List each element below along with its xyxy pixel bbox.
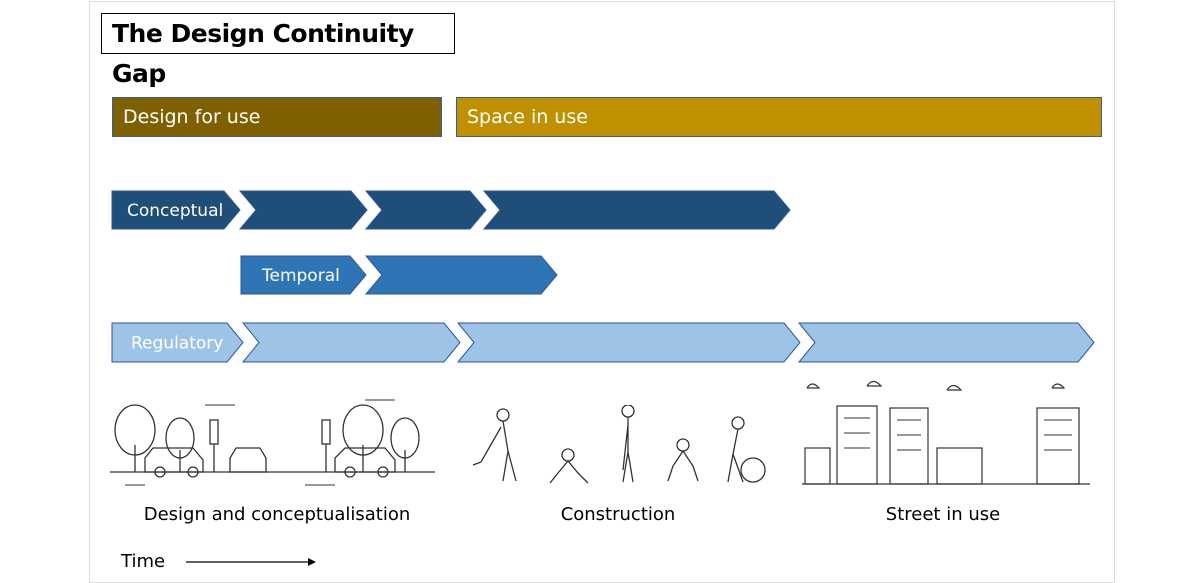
arrow-right-icon <box>186 558 316 566</box>
page-title: The Design Continuity Gap <box>101 13 455 88</box>
conceptual-chevron-2 <box>238 190 368 230</box>
stage-caption-construction: Construction <box>560 504 676 525</box>
conceptual-stream-label: Conceptual <box>127 201 223 221</box>
temporal-chevron-2 <box>364 255 558 295</box>
regulatory-chevron-3 <box>456 322 801 363</box>
time-axis-label: Time <box>121 551 166 572</box>
temporal-chevron-1 <box>240 255 367 295</box>
regulatory-chevron-4 <box>797 322 1095 363</box>
regulatory-chevron-2 <box>241 322 461 363</box>
phase-space-in-use: Space in use <box>456 97 1102 137</box>
construction-workers-illustration <box>472 405 766 484</box>
stage-caption-design: Design and conceptualisation <box>143 504 411 525</box>
conceptual-chevron-1 <box>111 190 241 230</box>
temporal-stream-label: Temporal <box>261 266 340 286</box>
stage-caption-street-in-use: Street in use <box>885 504 1001 525</box>
street-design-illustration <box>110 399 435 486</box>
city-street-illustration <box>802 380 1090 485</box>
regulatory-chevron-1 <box>111 322 244 363</box>
regulatory-stream-label: Regulatory <box>131 334 223 354</box>
phase-design-for-use: Design for use <box>112 97 442 137</box>
conceptual-chevron-3 <box>364 190 487 230</box>
conceptual-chevron-4 <box>482 190 791 230</box>
